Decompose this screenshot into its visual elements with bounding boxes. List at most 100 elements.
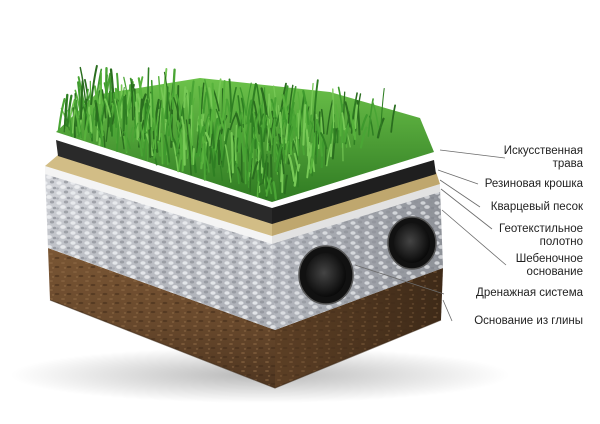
grass-blade — [249, 82, 257, 123]
grass-blade — [245, 82, 252, 117]
grass-blade — [160, 105, 163, 123]
grass-blade — [244, 119, 251, 155]
grass-blade — [254, 134, 261, 152]
grass-blade — [287, 154, 296, 183]
grass-blade — [266, 118, 271, 151]
grass-blade — [200, 82, 205, 115]
grass-blade — [90, 64, 98, 106]
grass-blade — [164, 134, 171, 163]
grass-blade — [249, 158, 253, 193]
grass-blade — [310, 120, 316, 137]
grass-blade — [350, 98, 357, 130]
grass-blade — [380, 87, 385, 129]
grass-blade — [350, 92, 358, 134]
grass-blade — [143, 102, 148, 140]
grass-blade — [281, 94, 289, 120]
grass-blade — [189, 80, 195, 115]
grass-blade — [228, 78, 233, 113]
grass-blade — [260, 93, 264, 133]
grass-blade — [356, 100, 361, 136]
grass-blade — [192, 147, 195, 166]
grass-blade — [219, 165, 223, 182]
grass-blade — [360, 114, 368, 131]
grass-blade — [202, 113, 210, 137]
grass-blade — [87, 106, 93, 133]
grass-blade — [150, 79, 154, 119]
grass-blade — [390, 104, 396, 133]
grass-blade — [335, 104, 340, 131]
grass-blade — [123, 76, 131, 114]
grass-blade — [297, 91, 303, 133]
geotextile-layer — [45, 166, 440, 244]
grass-blade — [216, 78, 222, 120]
grass-blade — [64, 93, 69, 127]
grass-blade — [325, 143, 332, 167]
grass-blade — [349, 111, 355, 136]
grass-blade — [308, 114, 313, 133]
grass-blade — [269, 154, 273, 183]
grass-blade — [143, 105, 151, 134]
grass-blade — [320, 132, 328, 150]
grass-blade — [130, 81, 134, 121]
grass-blade — [265, 153, 268, 190]
grass-blade — [253, 100, 261, 135]
grass-blade — [158, 107, 162, 141]
grass-blade — [315, 130, 318, 165]
grass-blade — [138, 137, 143, 157]
grass-blade — [339, 115, 343, 137]
grass-blade — [246, 99, 253, 125]
grass-blade — [182, 129, 186, 166]
grass-blade — [229, 86, 237, 124]
grass-blade — [320, 108, 325, 135]
grass-blade — [283, 174, 288, 195]
grass-blade — [173, 97, 181, 123]
grass-blade — [67, 109, 73, 137]
grass-blade — [279, 111, 283, 148]
grass-blade — [112, 92, 118, 128]
grass-blade — [138, 112, 144, 149]
grass-blade — [265, 177, 272, 197]
grass-blade — [244, 147, 247, 185]
grass-blade — [123, 131, 131, 150]
grass-blade — [235, 124, 237, 161]
grass-blade — [83, 114, 90, 141]
grass-blade — [102, 130, 106, 148]
grass-blade — [297, 112, 300, 140]
grass-blade — [272, 97, 277, 135]
grass-blade — [71, 109, 76, 134]
grass-blade — [245, 170, 250, 189]
artificial-grass-layer — [56, 64, 434, 202]
grass-blade — [287, 84, 294, 124]
grass-blade — [171, 68, 176, 110]
grass-blade — [344, 101, 352, 128]
grass-blade — [137, 77, 145, 115]
grass-blade — [218, 113, 225, 130]
grass-blade — [256, 181, 260, 198]
grass-blade — [277, 133, 285, 175]
grass-blade — [205, 87, 211, 116]
grass-blade — [152, 98, 160, 140]
grass-blade — [175, 128, 182, 157]
grass-blade — [187, 134, 192, 176]
grass-blade — [277, 170, 282, 197]
grass-blade — [237, 126, 242, 153]
grass-blade — [215, 108, 222, 125]
grass-blade — [248, 137, 255, 173]
grass-blade — [63, 100, 67, 133]
grass-blade — [289, 85, 297, 126]
grass-blade — [191, 113, 194, 146]
grass-blade — [129, 126, 134, 143]
grass-blade — [269, 117, 275, 147]
grass-blade — [315, 118, 323, 157]
grass-blade — [351, 119, 357, 141]
grass-blade — [277, 104, 281, 128]
grass-blade — [354, 104, 359, 130]
grass-blade — [332, 88, 335, 129]
label-quartz-sand: Кварцевый песок — [490, 201, 583, 213]
grass-blade — [104, 98, 112, 118]
grass-blade — [259, 126, 265, 168]
grass-blade — [119, 126, 125, 150]
grass-blade — [209, 108, 216, 149]
grass-blade — [188, 124, 194, 166]
